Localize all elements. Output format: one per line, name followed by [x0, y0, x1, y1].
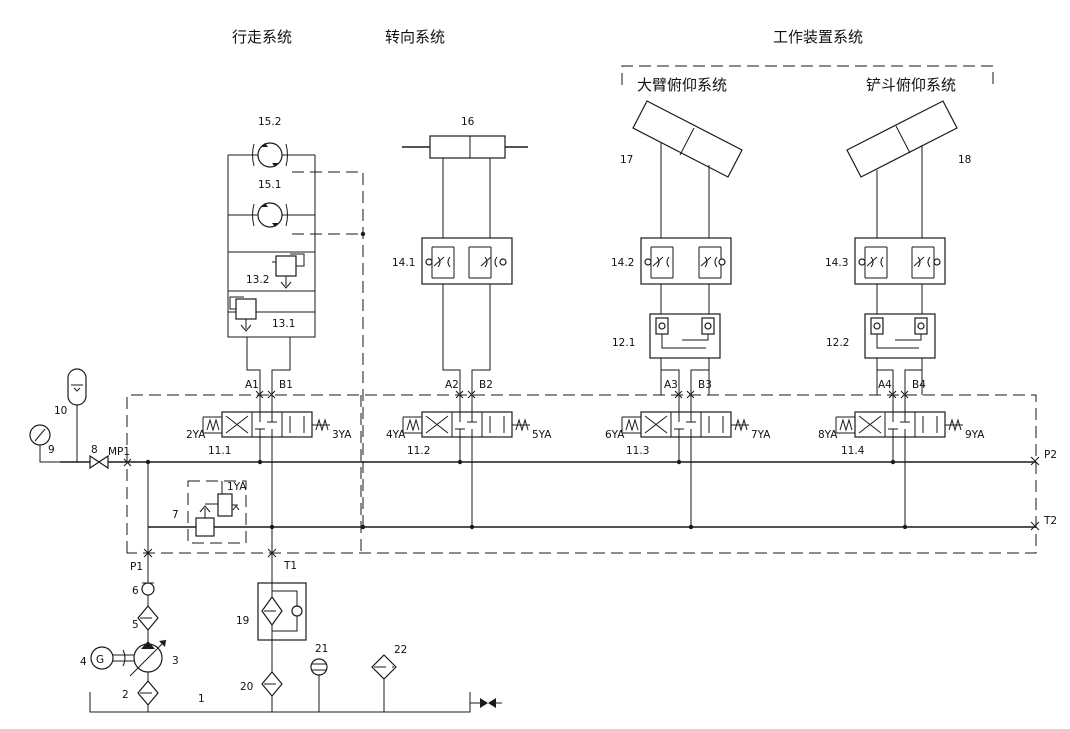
port-label-p2: P2	[1044, 449, 1057, 461]
port-crosses	[123, 390, 1040, 558]
label-2: 2	[122, 689, 129, 701]
accumulator-10	[67, 368, 87, 462]
solenoid-label-1ya: 1YA	[227, 481, 247, 493]
throttle-check-valve-14-1	[421, 237, 513, 285]
port-label-b1: B1	[279, 379, 293, 391]
travel-circuit	[227, 154, 316, 395]
port-label-a2: A2	[445, 379, 459, 391]
label-13-2: 13.2	[246, 274, 269, 286]
oil-tank-1	[89, 692, 502, 713]
port-label-b2: B2	[479, 379, 493, 391]
valve-label-11-3: 11.3	[626, 445, 649, 457]
port-label-p1: P1	[130, 561, 143, 573]
label-20: 20	[240, 681, 253, 693]
label-15-1: 15.1	[258, 179, 281, 191]
title-work-system: 工作装置系统	[773, 28, 863, 46]
label-18: 18	[958, 154, 971, 166]
title-boom-system: 大臂俯仰系统	[637, 76, 727, 94]
check-valve-6	[141, 582, 155, 596]
throttle-check-valve-14-3	[854, 237, 946, 285]
pressure-gauge-9	[29, 424, 60, 463]
work-system-bracket	[621, 65, 994, 85]
title-bucket-system: 铲斗俯仰系统	[866, 76, 956, 94]
port-label-b3: B3	[698, 379, 712, 391]
travel-motor-15-2	[252, 142, 288, 168]
valve-label-11-4: 11.4	[841, 445, 865, 457]
label-14-2: 14.2	[611, 257, 634, 269]
port-label-t1: T1	[283, 560, 297, 572]
pilot-check-valve-12-2	[864, 313, 936, 359]
port-label-t2: T2	[1043, 515, 1057, 527]
suction-filter-2	[137, 680, 159, 712]
label-7: 7	[172, 509, 179, 521]
label-8: 8	[91, 444, 98, 456]
pilot-check-valve-12-1	[649, 313, 721, 359]
label-5: 5	[132, 619, 139, 631]
relief-valve-13-1	[229, 296, 257, 332]
port-label-a1: A1	[245, 379, 259, 391]
unloading-relief-valve-7	[148, 480, 247, 544]
return-filter-20	[261, 640, 283, 712]
directional-valve-11-4	[835, 395, 963, 527]
cooler-19	[257, 582, 307, 641]
solenoid-label-2ya: 2YA	[186, 429, 206, 441]
main-lines	[60, 427, 1036, 583]
label-9: 9	[48, 444, 55, 456]
label-6: 6	[132, 585, 139, 597]
solenoid-label-3ya: 3YA	[332, 429, 352, 441]
variable-pump-3	[129, 639, 167, 681]
travel-motor-15-1	[252, 202, 288, 228]
title-steering-system: 转向系统	[385, 28, 445, 46]
label-14-1: 14.1	[392, 257, 415, 269]
label-12-2: 12.2	[826, 337, 849, 349]
label-19: 19	[236, 615, 249, 627]
level-gauge-21	[310, 658, 328, 712]
port-label-mp1: MP1	[108, 446, 130, 458]
valve-label-11-2: 11.2	[407, 445, 430, 457]
solenoid-label-9ya: 9YA	[965, 429, 985, 441]
solenoid-label-8ya: 8YA	[818, 429, 838, 441]
label-22: 22	[394, 644, 407, 656]
motor-g-glyph: G	[96, 654, 104, 666]
port-label-b4: B4	[912, 379, 926, 391]
port-label-a3: A3	[664, 379, 678, 391]
shut-off-valve-8	[89, 454, 109, 470]
label-21: 21	[315, 643, 328, 655]
label-17: 17	[620, 154, 633, 166]
junction-dots	[145, 231, 908, 530]
label-13-1: 13.1	[272, 318, 295, 330]
bucket-circuit-joins	[877, 369, 922, 395]
solenoid-label-6ya: 6YA	[605, 429, 625, 441]
label-12-1: 12.1	[612, 337, 635, 349]
valve-label-11-1: 11.1	[208, 445, 231, 457]
directional-valve-11-2	[402, 395, 530, 527]
filter-5	[137, 595, 159, 643]
throttle-check-valve-14-2	[640, 237, 732, 285]
directional-valve-11-1	[202, 395, 330, 462]
label-10: 10	[54, 405, 67, 417]
motor-4	[90, 646, 134, 670]
solenoid-label-5ya: 5YA	[532, 429, 552, 441]
relief-valve-13-2	[272, 253, 305, 289]
title-travel-system: 行走系统	[232, 28, 292, 46]
solenoid-label-7ya: 7YA	[751, 429, 771, 441]
label-16: 16	[461, 116, 475, 128]
label-4: 4	[80, 656, 87, 668]
label-15-2: 15.2	[258, 116, 281, 128]
label-14-3: 14.3	[825, 257, 848, 269]
steering-cylinder-16	[402, 135, 528, 159]
label-3: 3	[172, 655, 179, 667]
directional-valve-11-3	[621, 395, 749, 527]
port-label-a4: A4	[878, 379, 892, 391]
boom-circuit-joins	[661, 369, 709, 395]
air-filter-22	[371, 654, 397, 712]
label-1: 1	[198, 693, 205, 705]
motor-drain-lines	[292, 171, 364, 527]
solenoid-label-4ya: 4YA	[386, 429, 406, 441]
